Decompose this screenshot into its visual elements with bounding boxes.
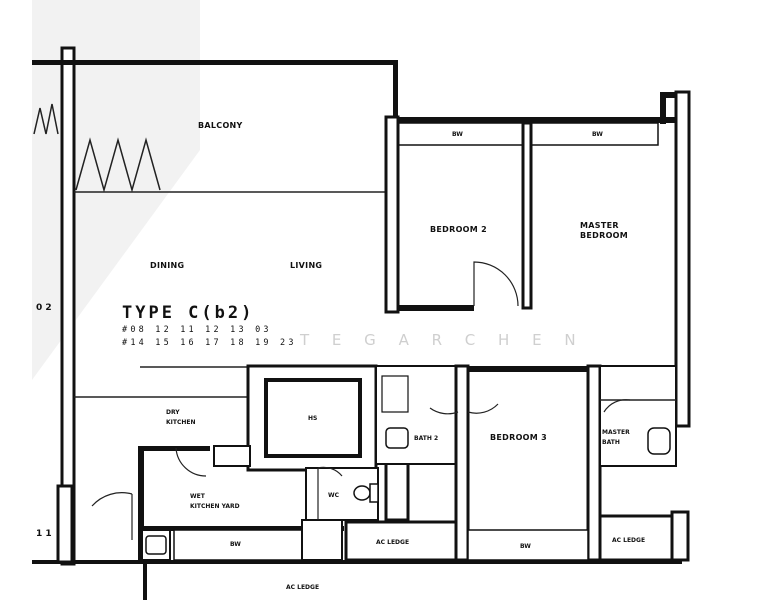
label-bath-2: BATH 2 — [414, 435, 438, 442]
watermark-text: T E G A R C H E N — [299, 331, 585, 349]
exterior-walls — [32, 46, 691, 600]
label-balcony: BALCONY — [198, 121, 243, 130]
service-walls — [56, 364, 690, 564]
label-dining: DINING — [150, 261, 184, 270]
label-bay-window-3: BW — [520, 543, 531, 550]
unit-numbers-line2: #14 15 16 17 18 19 23 — [122, 338, 297, 348]
label-bay-window-4: BW — [230, 541, 241, 548]
edge-mark: 0 2 — [36, 303, 52, 313]
label-dry-kitchen-1: DRY — [166, 409, 180, 416]
corner-mark: 1 1 — [36, 529, 52, 539]
label-hs: HS — [308, 415, 317, 422]
room-labels: BALCONY DINING LIVING BEDROOM 2 MASTER B… — [150, 121, 645, 591]
label-ac-ledge-bottom: AC LEDGE — [286, 584, 319, 591]
label-ac-ledge-right: AC LEDGE — [612, 537, 645, 544]
label-bay-window-1: BW — [452, 131, 463, 138]
unit-type-title: TYPE C(b2) — [122, 303, 254, 323]
unit-numbers-line1: #08 12 11 12 13 03 — [122, 325, 272, 335]
watermark-shape — [32, 0, 200, 380]
label-wet-kitchen-2: KITCHEN YARD — [190, 503, 240, 510]
balcony-zigzag — [33, 103, 161, 193]
label-living: LIVING — [290, 261, 322, 270]
label-wet-kitchen-1: WET — [190, 493, 206, 500]
label-bedroom-3: BEDROOM 3 — [490, 433, 547, 442]
label-master-bedroom-2: BEDROOM — [580, 231, 628, 240]
label-ac-ledge-mid: AC LEDGE — [376, 539, 409, 546]
label-bay-window-2: BW — [592, 131, 603, 138]
label-master-bedroom-1: MASTER — [580, 221, 619, 230]
door-swings — [91, 261, 631, 540]
label-master-bath-2: BATH — [602, 439, 620, 446]
label-bedroom-2: BEDROOM 2 — [430, 225, 487, 234]
label-wc: WC — [328, 492, 340, 499]
label-dry-kitchen-2: KITCHEN — [166, 419, 196, 426]
label-master-bath-1: MASTER — [602, 429, 630, 436]
